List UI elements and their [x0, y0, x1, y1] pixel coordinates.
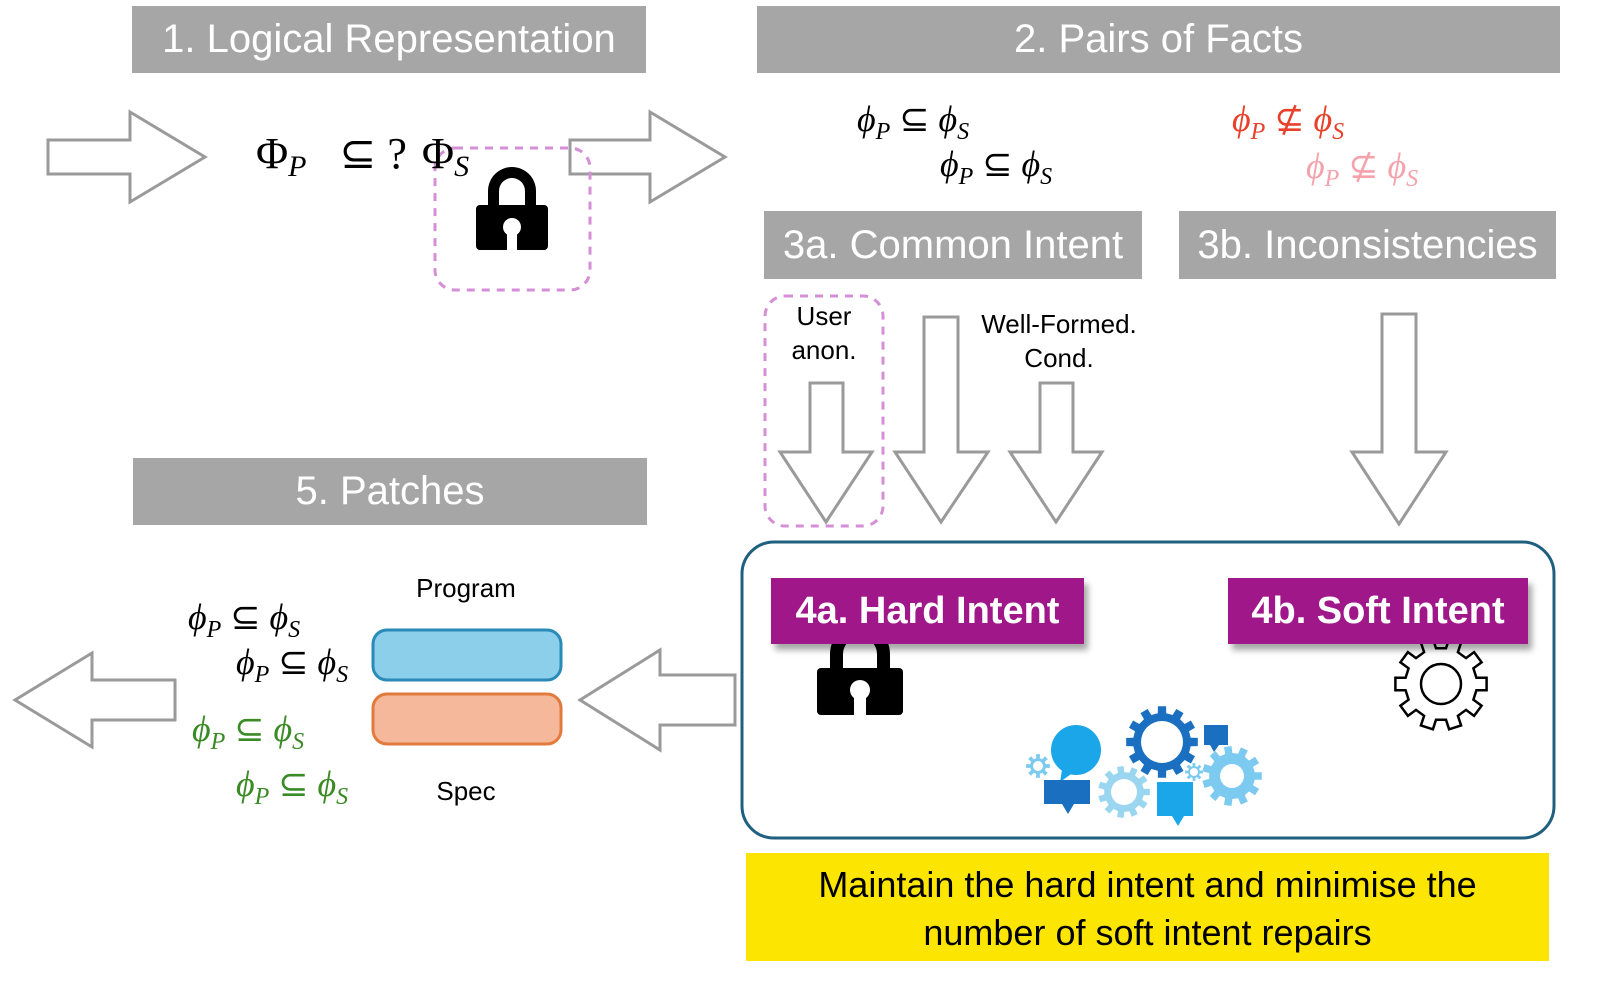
header-common-intent: 3a. Common Intent	[764, 211, 1142, 279]
user-anon-label: User anon.	[791, 301, 857, 365]
header-logical-representation: 1. Logical Representation	[132, 6, 646, 73]
patch-fact-3: ϕP ⊆ ϕS	[192, 709, 305, 755]
program-bar	[371, 628, 563, 682]
inconsistent-pair-2: ϕP ⊈ ϕS	[1306, 146, 1419, 192]
lock-icon	[476, 167, 548, 250]
arrow-left-output	[12, 650, 177, 750]
patch-fact-2: ϕP ⊆ ϕS	[236, 642, 349, 688]
patch-fact-1: ϕP ⊆ ϕS	[188, 597, 301, 643]
header-inconsistencies: 3b. Inconsistencies	[1179, 211, 1556, 279]
arrow-down-user-anon	[777, 381, 875, 525]
lock-dashed-box	[433, 146, 592, 292]
arrow-down-inconsistencies	[1349, 312, 1449, 527]
inconsistent-pair-1: ϕP ⊈ ϕS	[1232, 99, 1345, 145]
logical-formula: ΦP ⊆ ? ΦS	[256, 129, 470, 183]
spec-label: Spec	[436, 776, 496, 806]
header-patches: 5. Patches	[133, 458, 647, 525]
arrow-down-wellformed	[1007, 381, 1105, 525]
patch-fact-4: ϕP ⊆ ϕS	[236, 764, 349, 810]
fact-pair-2: ϕP ⊆ ϕS	[940, 144, 1053, 190]
fact-pair-1: ϕP ⊆ ϕS	[857, 99, 970, 145]
arrow-left-from-intent	[577, 647, 737, 753]
arrow-down-common	[892, 315, 991, 525]
arrow-right-to-facts	[568, 109, 728, 205]
soft-intent-gear-icon	[1394, 637, 1488, 731]
arrow-right-input	[46, 109, 208, 205]
hard-intent-label: 4a. Hard Intent	[771, 578, 1084, 644]
soft-intent-label: 4b. Soft Intent	[1228, 578, 1528, 644]
chat-gears-icon	[1026, 706, 1262, 826]
spec-bar	[371, 692, 563, 746]
goal-banner: Maintain the hard intent and minimise th…	[746, 853, 1549, 961]
program-label: Program	[416, 573, 516, 603]
header-pairs-of-facts: 2. Pairs of Facts	[757, 6, 1560, 73]
wellformed-label: Well-Formed. Cond.	[981, 309, 1137, 373]
